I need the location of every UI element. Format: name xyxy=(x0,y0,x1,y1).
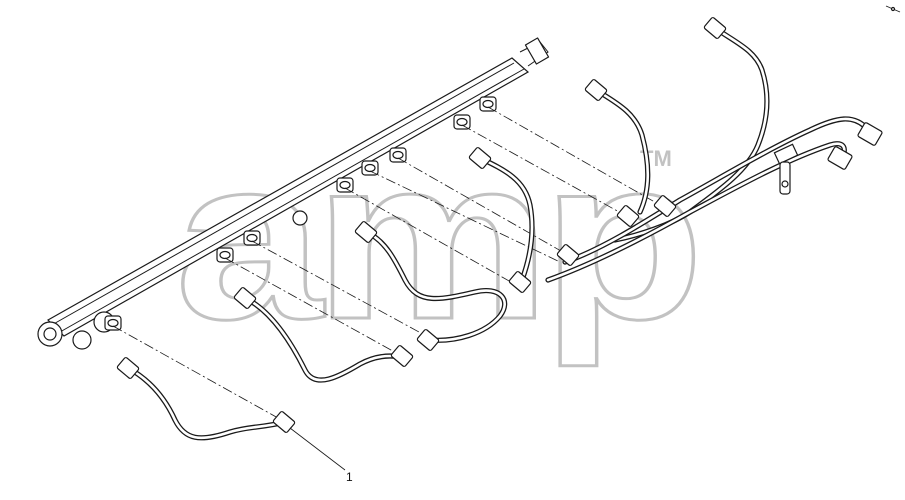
fuel-line-5 xyxy=(593,87,651,215)
fuel-line-8 xyxy=(545,141,847,283)
line-fittings xyxy=(116,17,883,433)
fuel-lines xyxy=(125,25,873,441)
fuel-line-4 xyxy=(477,155,535,283)
support-clip xyxy=(773,143,799,195)
fuel-line-3 xyxy=(363,229,508,343)
fuel-line-2 xyxy=(242,295,408,383)
fuel-rail xyxy=(37,37,550,350)
callout-label: 1 xyxy=(346,470,353,484)
rail-outlet-fittings xyxy=(104,96,497,331)
fuel-line-7 xyxy=(562,116,873,265)
corner-mark xyxy=(885,5,901,13)
callout-1: 1 xyxy=(289,427,353,484)
fuel-line-1 xyxy=(125,365,288,441)
